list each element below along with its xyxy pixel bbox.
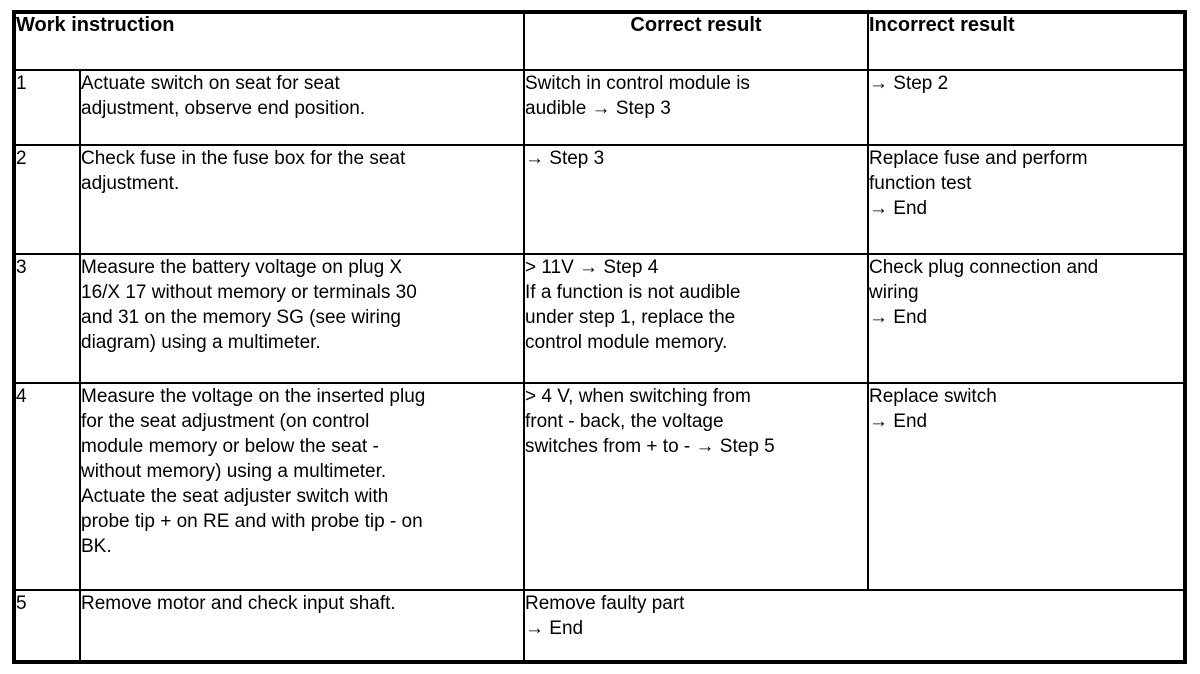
text-line: probe tip + on RE and with probe tip - o… [81, 511, 423, 532]
text-line: → Step 2 [869, 73, 949, 94]
table-row: 3 Measure the battery voltage on plug X … [13, 253, 1186, 384]
incorrect-result-cell: Replace switch → End [867, 382, 1186, 591]
text-line: 16/X 17 without memory or terminals 30 [81, 282, 417, 303]
text-line: for the seat adjustment (on control [81, 411, 370, 432]
text-line: adjustment, observe end position. [81, 98, 366, 119]
text-line: Measure the battery voltage on plug X [81, 257, 403, 278]
text-line: Remove motor and check input shaft. [81, 593, 396, 614]
incorrect-result-cell: Replace fuse and perform function test →… [867, 144, 1186, 255]
text-line: diagram) using a multimeter. [81, 332, 321, 353]
column-header-incorrect-result: Incorrect result [867, 11, 1186, 71]
correct-result-cell: > 11V → Step 4 If a function is not audi… [523, 253, 869, 384]
work-instruction-cell: Measure the battery voltage on plug X 16… [79, 253, 525, 384]
text-line: BK. [81, 536, 112, 557]
text-line: front - back, the voltage [525, 411, 724, 432]
text-line: and 31 on the memory SG (see wiring [81, 307, 401, 328]
text-line: Check plug connection and [869, 257, 1099, 278]
text-line: function test [869, 173, 972, 194]
correct-result-cell: → Step 3 [523, 144, 869, 255]
step-number: 5 [13, 589, 81, 663]
text-line: module memory or below the seat - [81, 436, 379, 457]
text-line: → End [869, 198, 928, 219]
text-line: wiring [869, 282, 919, 303]
text-line: under step 1, replace the [525, 307, 736, 328]
incorrect-result-cell: Check plug connection and wiring → End [867, 253, 1186, 384]
work-instruction-table: Work instruction Correct result Incorrec… [12, 10, 1187, 664]
text-line: > 11V → Step 4 [525, 257, 659, 278]
text-line: adjustment. [81, 173, 180, 194]
correct-result-cell: Switch in control module is audible → St… [523, 69, 869, 146]
work-instruction-cell: Measure the voltage on the inserted plug… [79, 382, 525, 591]
column-header-correct-result: Correct result [523, 11, 869, 71]
text-line: switches from + to - → Step 5 [525, 436, 775, 457]
work-instruction-cell: Check fuse in the fuse box for the seat … [79, 144, 525, 255]
text-line: Remove faulty part [525, 593, 685, 614]
work-instruction-table-wrapper: Work instruction Correct result Incorrec… [12, 10, 1187, 664]
text-line: > 4 V, when switching from [525, 386, 751, 407]
work-instruction-cell: Remove motor and check input shaft. [79, 589, 525, 663]
text-line: audible → Step 3 [525, 98, 671, 119]
table-row: 4 Measure the voltage on the inserted pl… [13, 382, 1186, 591]
table-row: 5 Remove motor and check input shaft. Re… [13, 589, 1186, 663]
step-number: 2 [13, 144, 81, 255]
text-line: → End [525, 618, 584, 639]
work-instruction-cell: Actuate switch on seat for seat adjustme… [79, 69, 525, 146]
table-body: 1 Actuate switch on seat for seat adjust… [13, 69, 1186, 663]
table-header-row: Work instruction Correct result Incorrec… [13, 11, 1186, 71]
table-row: 1 Actuate switch on seat for seat adjust… [13, 69, 1186, 146]
step-number: 3 [13, 253, 81, 384]
text-line: → End [869, 307, 928, 328]
text-line: Check fuse in the fuse box for the seat [81, 148, 406, 169]
incorrect-result-cell: → Step 2 [867, 69, 1186, 146]
text-line: control module memory. [525, 332, 728, 353]
text-line: → Step 3 [525, 148, 605, 169]
table-row: 2 Check fuse in the fuse box for the sea… [13, 144, 1186, 255]
step-number: 1 [13, 69, 81, 146]
text-line: Switch in control module is [525, 73, 750, 94]
column-header-work-instruction: Work instruction [13, 11, 525, 71]
step-number: 4 [13, 382, 81, 591]
correct-result-cell: Remove faulty part → End [523, 589, 1186, 663]
text-line: Actuate switch on seat for seat [81, 73, 340, 94]
text-line: Actuate the seat adjuster switch with [81, 486, 389, 507]
text-line: If a function is not audible [525, 282, 741, 303]
table-header: Work instruction Correct result Incorrec… [13, 11, 1186, 71]
text-line: Replace fuse and perform [869, 148, 1088, 169]
correct-result-cell: > 4 V, when switching from front - back,… [523, 382, 869, 591]
text-line: without memory) using a multimeter. [81, 461, 387, 482]
text-line: Measure the voltage on the inserted plug [81, 386, 426, 407]
text-line: → End [869, 411, 928, 432]
text-line: Replace switch [869, 386, 997, 407]
